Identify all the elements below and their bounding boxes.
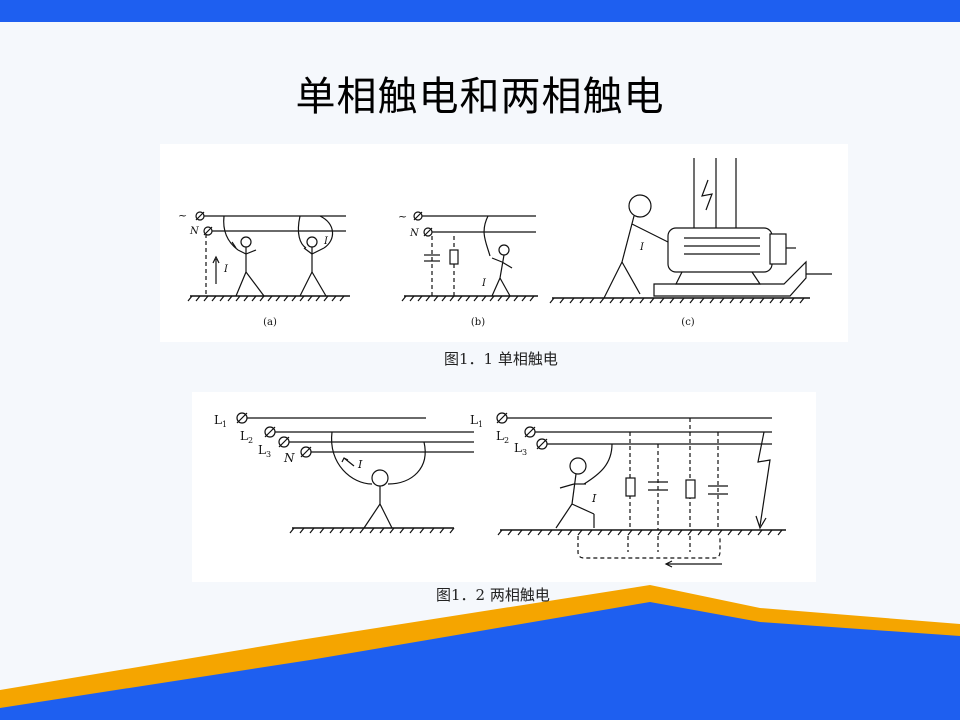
l2-label-right: L2 <box>496 429 509 445</box>
neutral-label-b: N <box>409 228 420 239</box>
phase-label-a: ~ <box>178 209 187 222</box>
neutral-label-a: N <box>189 226 200 237</box>
sub-label-c: (c) <box>681 317 695 328</box>
panel-b: ~ N I (b) <box>398 210 538 328</box>
neutral-label-left: N <box>283 451 295 465</box>
panel-right: L1 L2 L3 I <box>470 412 786 568</box>
figure1-caption: 图1．1 单相触电 <box>444 350 558 368</box>
l2-label-left: L2 <box>240 429 253 445</box>
current-label-a2: I <box>323 236 329 247</box>
l1-label-right: L1 <box>470 413 483 429</box>
l3-label-right: L3 <box>514 441 527 457</box>
figure2-caption: 图1．2 两相触电 <box>436 586 550 604</box>
current-label-b: I <box>481 278 487 289</box>
current-label-left: I <box>357 458 363 471</box>
current-label-right: I <box>591 492 597 505</box>
l3-label-left: L3 <box>258 443 271 459</box>
top-bar <box>0 0 960 22</box>
figure-single-phase: ~ N I I (a) <box>160 144 848 342</box>
sub-label-b: (b) <box>471 317 485 328</box>
l1-label-left: L1 <box>214 413 227 429</box>
slide-title: 单相触电和两相触电 <box>295 74 665 120</box>
phase-label-b: ~ <box>398 210 407 223</box>
two-phase-diagram: L1 L2 L3 N I L1 L2 L3 <box>214 412 786 568</box>
sub-label-a: (a) <box>263 317 277 328</box>
current-label-a: I <box>223 264 229 275</box>
figure-two-phase: L1 L2 L3 N I L1 L2 L3 <box>192 392 816 582</box>
blue-wave <box>0 602 960 720</box>
current-label-c: I <box>639 242 645 253</box>
panel-left: L1 L2 L3 N I <box>214 412 474 534</box>
panel-c: I (c) <box>549 158 832 328</box>
panel-a: ~ N I I (a) <box>178 209 350 328</box>
single-phase-diagram: ~ N I I (a) <box>178 158 832 328</box>
